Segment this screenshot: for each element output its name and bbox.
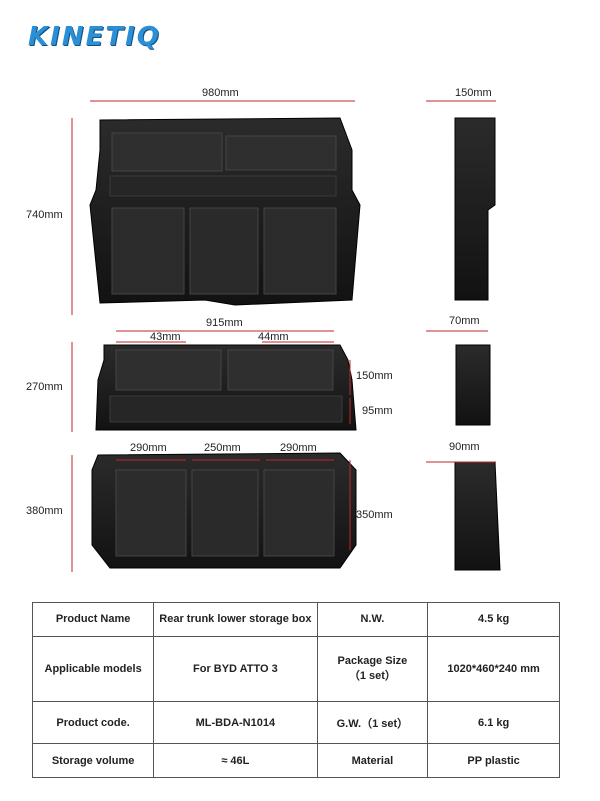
spec-value: 6.1 kg: [427, 701, 560, 745]
product-diagram: [71, 100, 501, 572]
dim-bot-w3: 290mm: [280, 442, 317, 454]
spec-value: ML-BDA-N1014: [153, 701, 318, 745]
dim-side-bot-depth: 90mm: [449, 441, 480, 453]
side-profile-bottom: [454, 461, 501, 571]
dim-bot-w2: 250mm: [204, 442, 241, 454]
tray-mid-view: [95, 344, 357, 431]
dim-bot-depth: 350mm: [356, 509, 393, 521]
spec-label: Product Name: [31, 602, 155, 637]
table-row: Storage volume ≈ 46L Material PP plastic: [31, 743, 560, 778]
spec-value: Rear trunk lower storage box: [153, 602, 318, 637]
spec-label: Product code.: [31, 701, 155, 745]
brand-logo: KINETIQ: [28, 22, 161, 52]
tray-bottom-view: [91, 452, 357, 569]
spec-label: N.W.: [316, 602, 429, 637]
table-row: Applicable models For BYD ATTO 3 Package…: [31, 635, 560, 703]
dim-mid-h1: 150mm: [356, 370, 393, 382]
spec-value: 1020*460*240 mm: [427, 635, 560, 703]
dim-mid-h2: 95mm: [362, 405, 393, 417]
dim-mid-right: 44mm: [258, 331, 289, 343]
dimension-lines: [71, 100, 496, 572]
dim-mid-height: 270mm: [26, 381, 63, 393]
dim-top-height: 740mm: [26, 209, 63, 221]
dim-mid-left: 43mm: [150, 331, 181, 343]
side-profile-top: [454, 117, 496, 301]
spec-label: Applicable models: [31, 635, 155, 703]
spec-value: For BYD ATTO 3: [153, 635, 318, 703]
spec-value: 4.5 kg: [427, 602, 560, 637]
table-row: Product code. ML-BDA-N1014 G.W.（1 set） 6…: [31, 701, 560, 745]
dim-bot-w1: 290mm: [130, 442, 167, 454]
spec-label: G.W.（1 set）: [316, 701, 429, 745]
spec-label: Material: [316, 743, 429, 778]
dim-bot-height: 380mm: [26, 505, 63, 517]
spec-label: Package Size （1 set）: [316, 635, 429, 703]
side-profile-mid: [455, 344, 491, 426]
spec-value: ≈ 46L: [153, 743, 318, 778]
dim-side-mid-depth: 70mm: [449, 315, 480, 327]
dim-mid-width: 915mm: [206, 317, 243, 329]
spec-value: PP plastic: [427, 743, 560, 778]
spec-label: Storage volume: [31, 743, 155, 778]
tray-top-view: [89, 117, 361, 306]
spec-table: Product Name Rear trunk lower storage bo…: [31, 602, 560, 778]
dim-side-top-depth: 150mm: [455, 87, 492, 99]
table-row: Product Name Rear trunk lower storage bo…: [31, 602, 560, 637]
dim-top-width: 980mm: [202, 87, 239, 99]
